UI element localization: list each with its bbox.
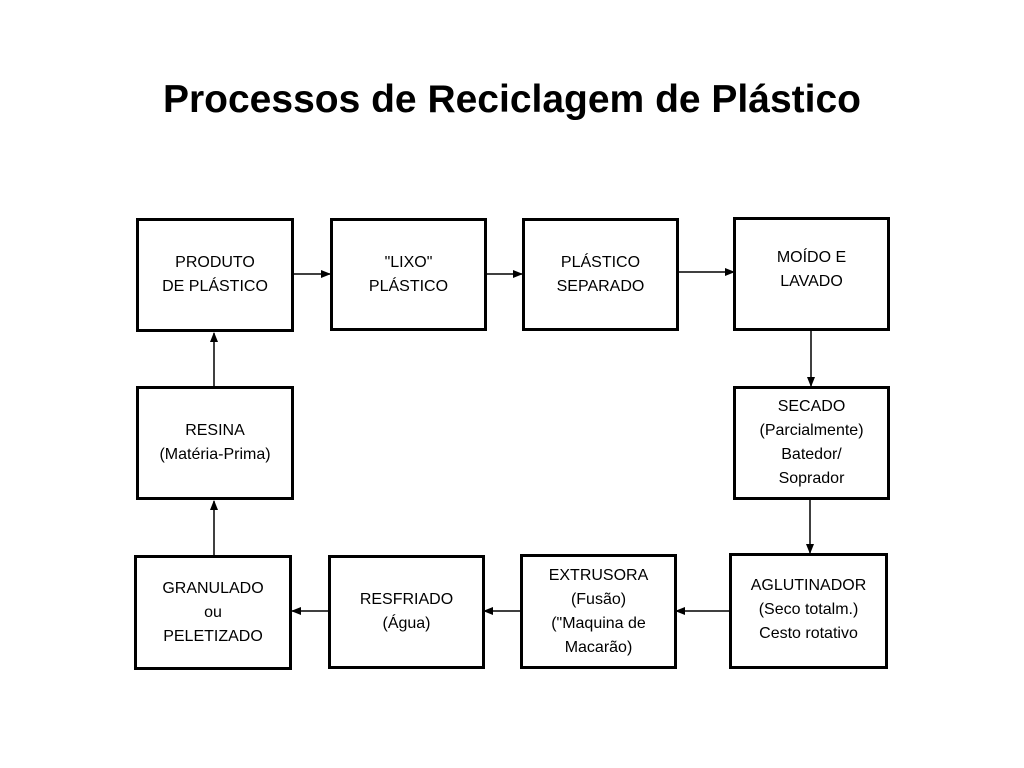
box-line: Macarão)	[564, 638, 633, 656]
box-moido-e-lavado: MOÍDO E LAVADO	[733, 217, 890, 331]
box-aglutinador: AGLUTINADOR (Seco totalm.) Cesto rotativ…	[729, 553, 888, 669]
page-title: Processos de Reciclagem de Plástico	[162, 78, 861, 121]
box-produto-de-plastico: PRODUTO DE PLÁSTICO	[136, 218, 294, 332]
box-resina: RESINA (Matéria-Prima)	[136, 386, 294, 500]
box-line: PRODUTO	[175, 254, 255, 271]
box-line: "LIXO"	[384, 253, 433, 271]
box-line: ou	[204, 603, 222, 621]
box-lixo-plastico: "LIXO" PLÁSTICO	[330, 218, 487, 331]
box-plastico-separado: PLÁSTICO SEPARADO	[522, 218, 679, 331]
box-line: PLÁSTICO	[368, 277, 449, 295]
box-line: EXTRUSORA	[548, 566, 649, 584]
box-line: (Fusão)	[570, 590, 627, 608]
box-line: PELETIZADO	[163, 627, 263, 645]
box-line: LAVADO	[780, 273, 843, 290]
box-line: Cesto rotativo	[759, 625, 858, 642]
box-line: Soprador	[778, 470, 845, 487]
box-line: MOÍDO E	[776, 249, 847, 266]
box-line: (Água)	[382, 615, 431, 632]
box-line: PLÁSTICO	[560, 253, 641, 271]
box-line: Batedor/	[781, 446, 842, 463]
box-line: (Parcialmente)	[759, 422, 864, 439]
box-extrusora: EXTRUSORA (Fusão) ("Maquina de Macarão)	[520, 554, 677, 669]
box-line: DE PLÁSTICO	[162, 278, 268, 295]
box-line: GRANULADO	[162, 579, 264, 597]
box-line: AGLUTINADOR	[750, 577, 867, 594]
box-line: SEPARADO	[556, 277, 645, 295]
box-line: (Matéria-Prima)	[159, 446, 271, 463]
box-line: RESFRIADO	[359, 591, 454, 608]
box-granulado-ou-peletizado: GRANULADO ou PELETIZADO	[134, 555, 292, 670]
box-resfriado: RESFRIADO (Água)	[328, 555, 485, 669]
box-line: SECADO	[777, 398, 846, 415]
box-line: (Seco totalm.)	[758, 601, 859, 618]
box-secado: SECADO (Parcialmente) Batedor/ Soprador	[733, 386, 890, 500]
box-line: ("Maquina de	[551, 614, 646, 632]
box-line: RESINA	[185, 422, 245, 439]
